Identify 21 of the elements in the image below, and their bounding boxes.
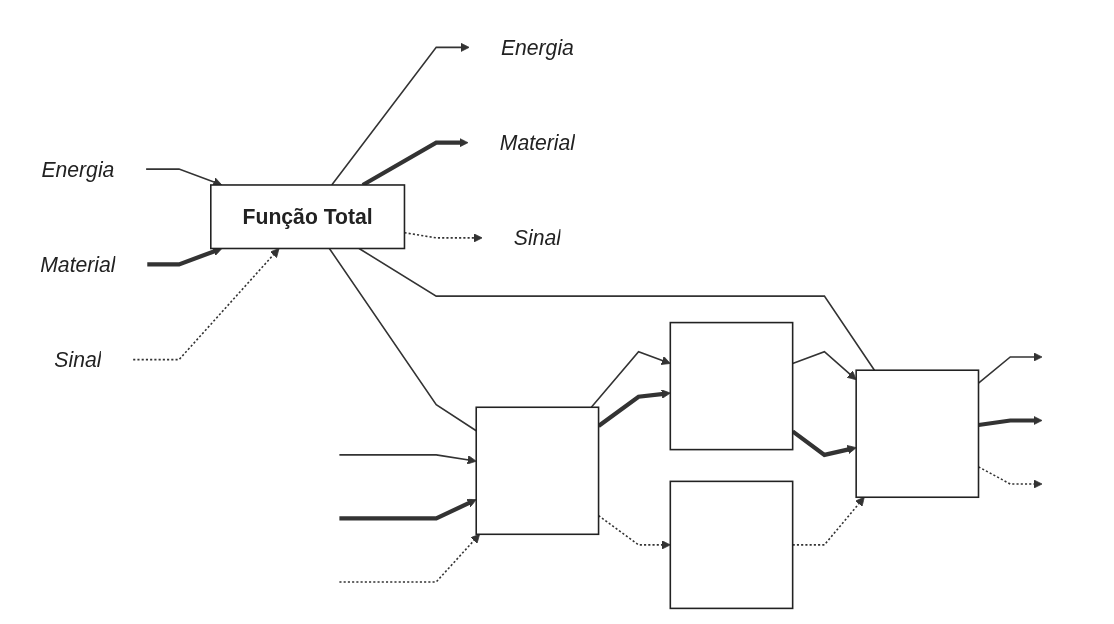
- arrow: [338, 533, 480, 583]
- arrow: [978, 415, 1043, 428]
- arrow: [330, 42, 470, 186]
- connector: [358, 247, 876, 371]
- node-text: Energia: [41, 157, 115, 181]
- node-box: [855, 369, 980, 499]
- node-text: Sinal: [513, 226, 561, 250]
- arrow: [339, 498, 477, 521]
- arrow: [590, 350, 671, 409]
- node-box: [669, 321, 794, 451]
- node-text: Material: [40, 252, 116, 277]
- arrow: [147, 247, 223, 267]
- node-box: [669, 480, 794, 610]
- arrow: [338, 454, 477, 465]
- node-box: [475, 406, 600, 536]
- node-box: Função Total: [210, 184, 406, 250]
- arrow: [132, 248, 280, 361]
- node-text: Energia: [500, 35, 574, 60]
- node-text: Sinal: [54, 347, 102, 372]
- node-text: Material: [499, 130, 576, 155]
- connector: [328, 247, 477, 432]
